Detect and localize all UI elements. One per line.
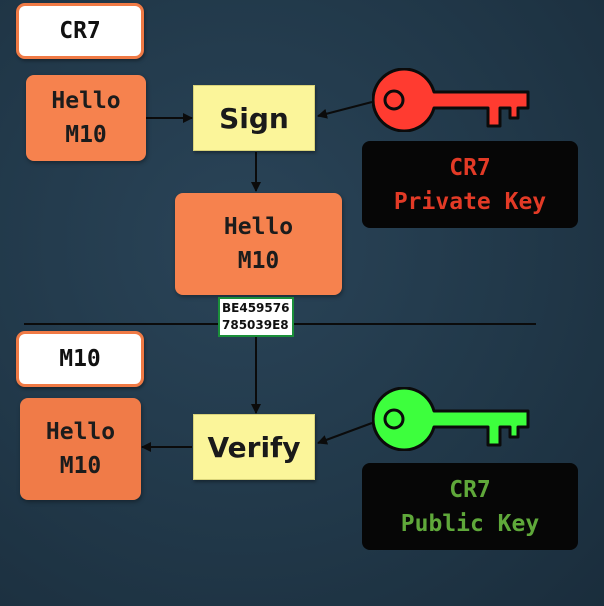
sender-name-label: CR7: [16, 3, 144, 59]
public-key-icon: [372, 387, 530, 451]
verified-message-box: Hello M10: [20, 398, 141, 500]
public-key-shape: [372, 387, 530, 451]
arrow-privatekey-to-sign: [317, 101, 373, 119]
sign-label: Sign: [219, 101, 289, 135]
receiver-name-label: M10: [16, 331, 144, 387]
private-key-shape: [372, 68, 530, 132]
original-message-box: Hello M10: [26, 75, 146, 161]
private-key-label-box: CR7 Private Key: [362, 141, 578, 228]
signed-message-line-2: M10: [237, 248, 280, 274]
signature-line-1: BE459576: [222, 301, 290, 315]
public-key-title: Public Key: [400, 510, 540, 537]
public-key-owner: CR7: [449, 476, 491, 503]
sender-name-text: CR7: [59, 18, 101, 44]
receiver-name-text: M10: [59, 346, 101, 372]
signature-box: BE459576 785039E8: [218, 297, 294, 337]
verified-message-line-2: M10: [59, 453, 102, 479]
signed-message-line-1: Hello: [223, 214, 294, 240]
verified-message-line-1: Hello: [45, 419, 116, 445]
signature-line-2: 785039E8: [222, 318, 289, 332]
private-key-owner: CR7: [449, 154, 491, 181]
original-message-line-2: M10: [65, 122, 107, 148]
verify-box: Verify: [193, 414, 315, 480]
private-key-icon: [372, 68, 530, 132]
original-message-line-1: Hello: [51, 88, 121, 114]
verify-label: Verify: [207, 430, 301, 464]
public-key-label-box: CR7 Public Key: [362, 463, 578, 550]
arrow-publickey-to-verify: [317, 422, 373, 445]
signed-message-box: Hello M10: [175, 193, 342, 295]
private-key-title: Private Key: [393, 188, 547, 215]
sign-box: Sign: [193, 85, 315, 151]
